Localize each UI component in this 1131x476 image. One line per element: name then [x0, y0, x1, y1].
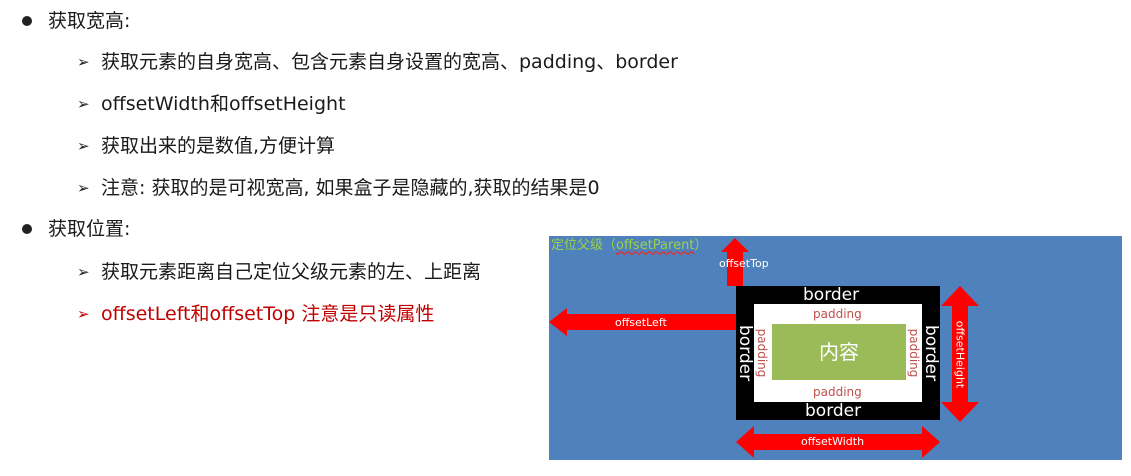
offset-left-arrow: [549, 308, 736, 336]
offset-top-arrow: [721, 238, 749, 286]
border-box: border border border border padding padd…: [735, 285, 941, 421]
border-label-right: border: [921, 324, 941, 382]
border-label-left: border: [735, 324, 755, 382]
list-item: 获取元素距离自己定位父级元素的左、上距离: [101, 261, 482, 283]
content-box: 内容: [772, 324, 906, 380]
arrow-bullet-icon: ➢: [77, 305, 90, 323]
offset-parent-prefix: 定位父级（: [551, 238, 617, 253]
bullet-icon: [22, 224, 32, 234]
offset-height-label: offsetHeight: [953, 320, 967, 389]
arrow-bullet-icon: ➢: [77, 263, 90, 281]
box-model-diagram: 定位父级（offsetParent） offsetTop offsetLeft …: [549, 236, 1122, 460]
section-heading-position: 获取位置:: [48, 218, 131, 240]
section-heading-size: 获取宽高:: [48, 10, 131, 32]
offset-arrows: [549, 238, 979, 458]
offset-width-label: offsetWidth: [801, 435, 865, 448]
arrow-bullet-icon: ➢: [77, 95, 90, 113]
border-label-bottom: border: [805, 401, 862, 421]
arrow-bullet-icon: ➢: [77, 53, 90, 71]
padding-label-bottom: padding: [813, 385, 862, 399]
offset-parent-name: offsetParent: [616, 238, 695, 253]
padding-label-right: padding: [907, 328, 921, 378]
offset-parent-suffix: ）: [694, 238, 708, 253]
offset-left-label: offsetLeft: [615, 316, 667, 329]
offset-parent-label: 定位父级（offsetParent）: [551, 238, 707, 254]
arrow-bullet-icon: ➢: [77, 179, 90, 197]
arrow-bullet-icon: ➢: [77, 137, 90, 155]
bullet-icon: [22, 16, 32, 26]
list-item-highlight: offsetLeft和offsetTop 注意是只读属性: [101, 303, 435, 325]
padding-label-left: padding: [755, 328, 769, 378]
padding-label-top: padding: [813, 307, 862, 321]
padding-box: padding padding padding padding 内容: [754, 304, 922, 402]
border-label-top: border: [803, 285, 860, 305]
offset-top-label: offsetTop: [719, 257, 769, 270]
offset-width-arrow: [736, 426, 940, 458]
list-item: offsetWidth和offsetHeight: [101, 93, 346, 115]
list-item: 获取出来的是数值,方便计算: [101, 135, 336, 157]
list-item: 注意: 获取的是可视宽高, 如果盒子是隐藏的,获取的结果是0: [101, 177, 600, 199]
offset-height-arrow: [941, 286, 979, 422]
list-item: 获取元素的自身宽高、包含元素自身设置的宽高、padding、border: [101, 51, 678, 73]
